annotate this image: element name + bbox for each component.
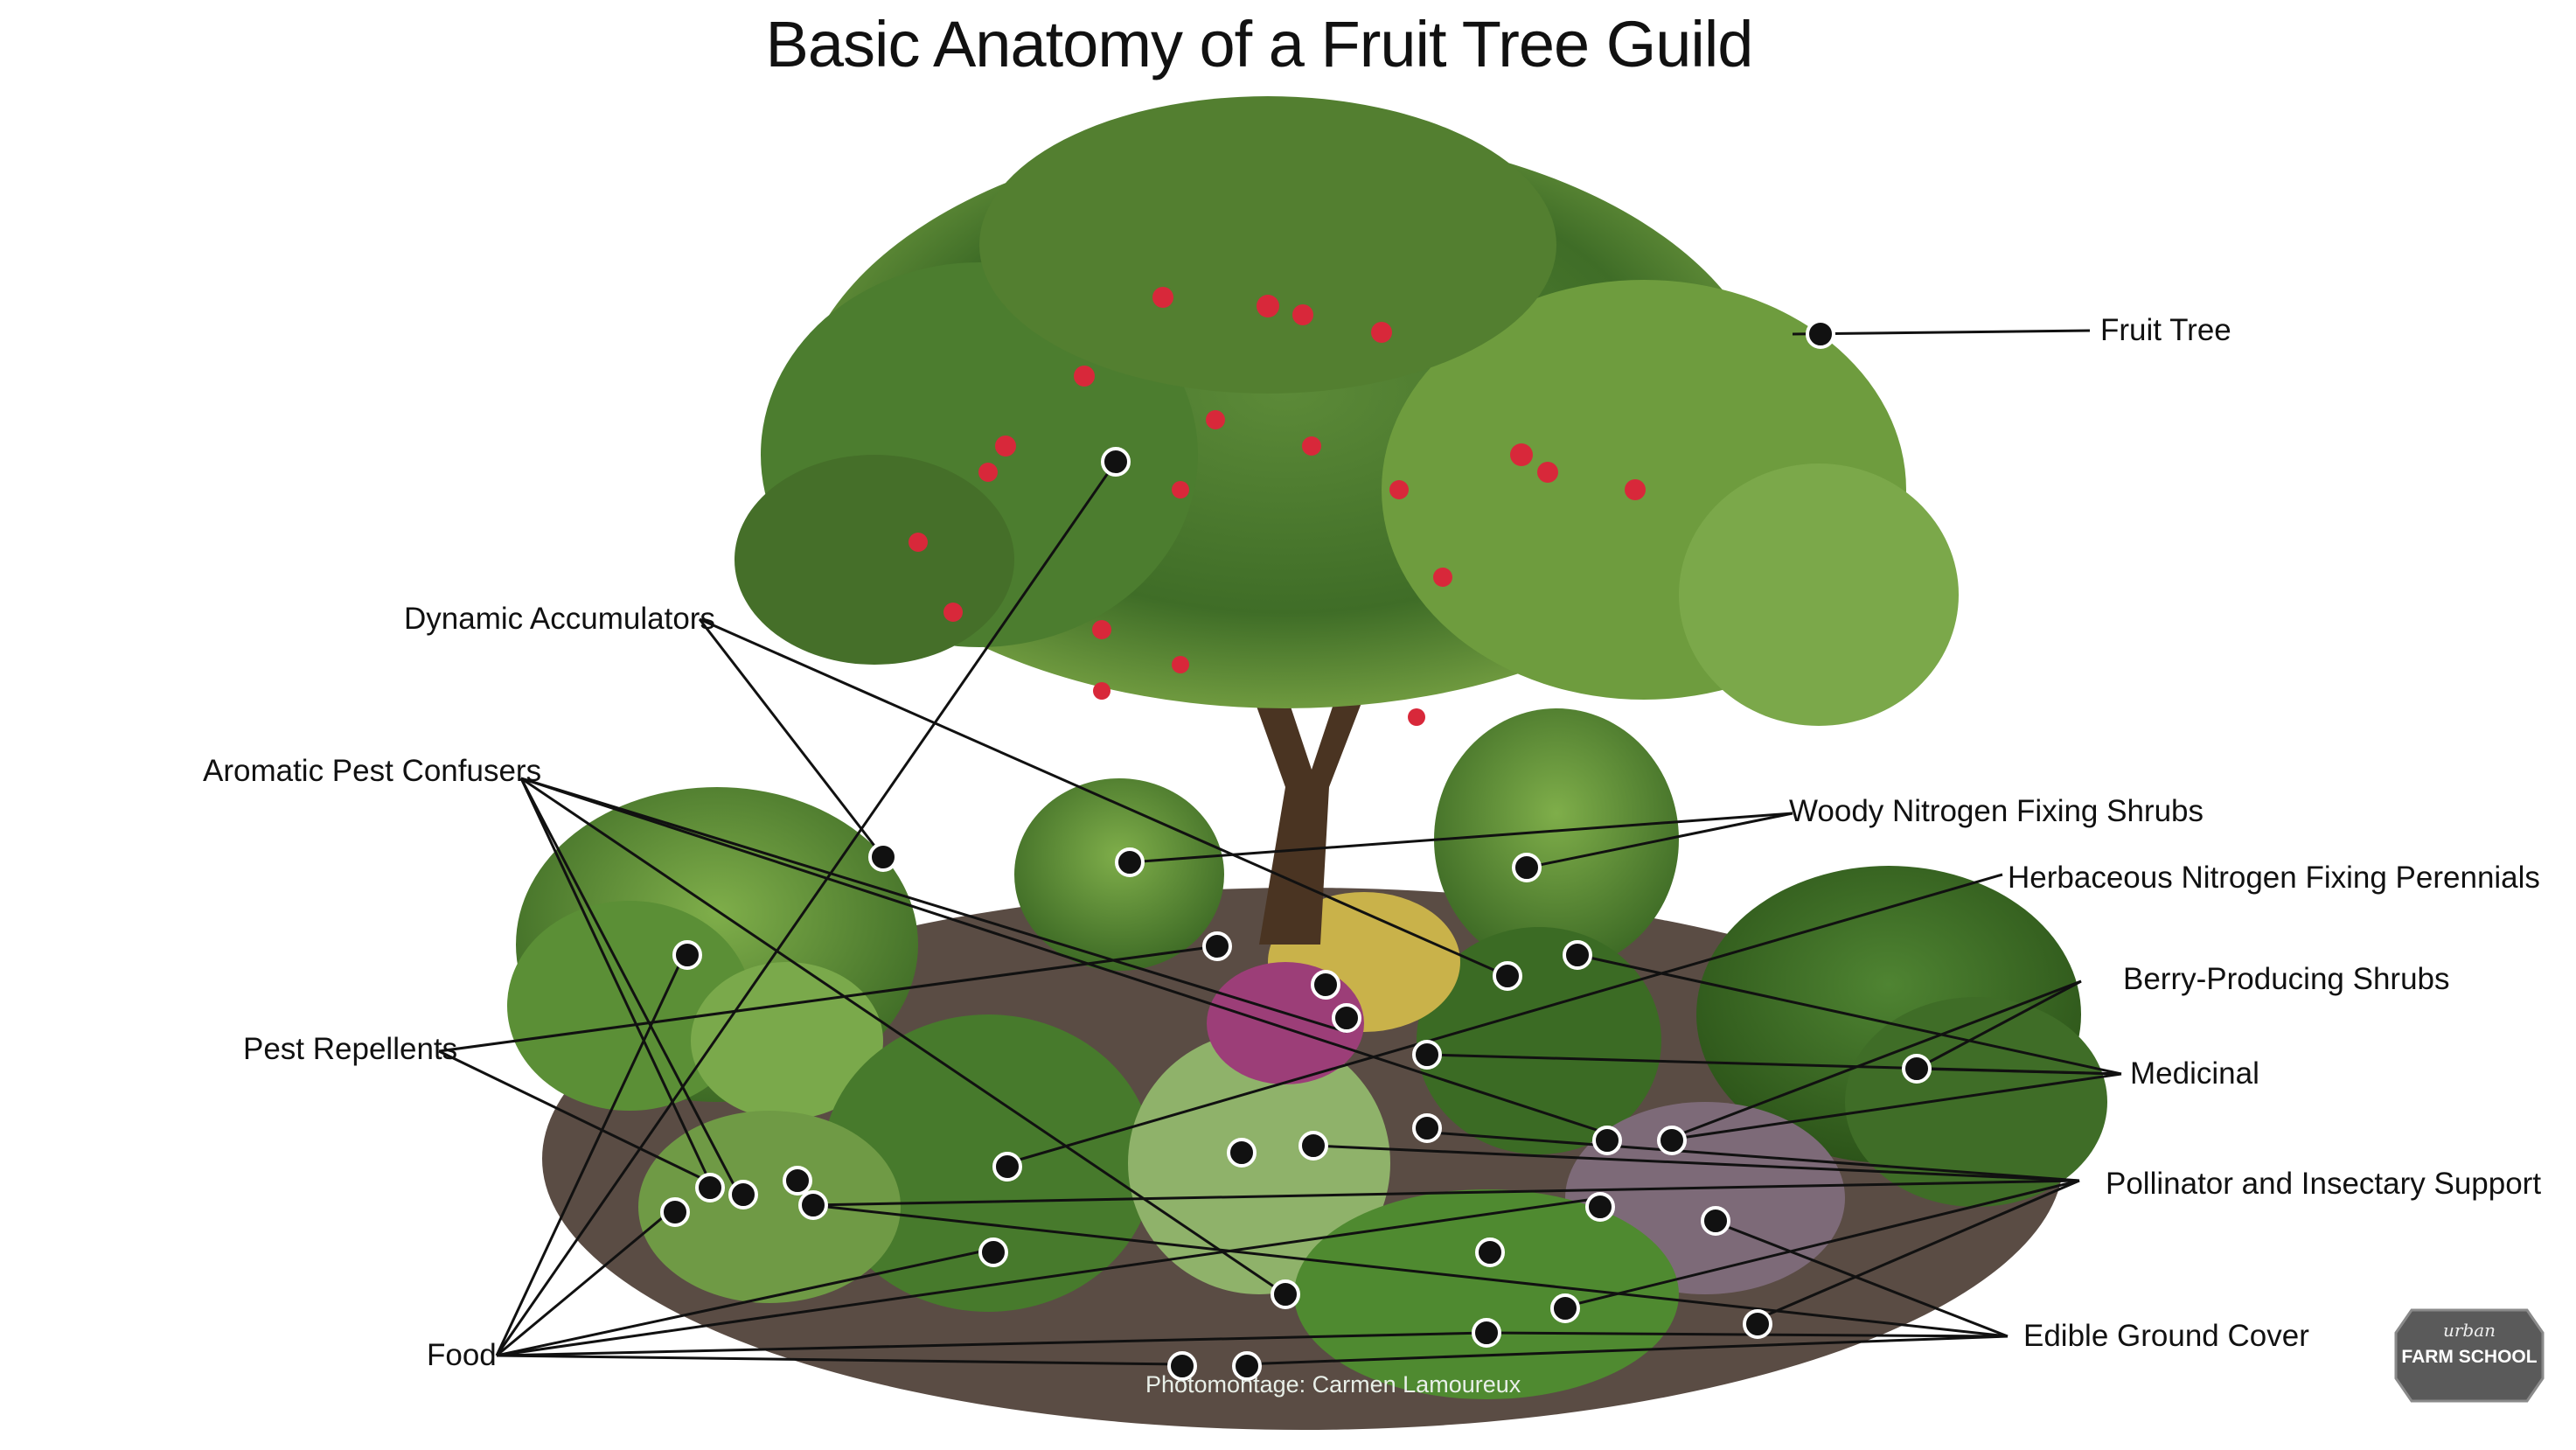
- tree-canopy: [735, 96, 1959, 726]
- label-woody-nitrogen-shrubs: Woody Nitrogen Fixing Shrubs: [1789, 794, 2204, 828]
- woody-shrub-right: [1434, 708, 1679, 971]
- rhubarb-plants: [507, 787, 918, 1119]
- label-pollinator-insectary: Pollinator and Insectary Support: [2106, 1167, 2542, 1201]
- berry-shrubs: [1696, 866, 2107, 1207]
- logo-line1: urban: [2443, 1320, 2496, 1341]
- label-fruit-tree: Fruit Tree: [2100, 313, 2231, 347]
- tree-trunk: [1242, 665, 1373, 945]
- label-berry-producing-shrubs: Berry-Producing Shrubs: [2123, 962, 2450, 996]
- woody-shrub-left: [1014, 778, 1224, 971]
- photo-credit: Photomontage: Carmen Lamoureux: [1145, 1371, 1521, 1398]
- label-edible-ground-cover: Edible Ground Cover: [2023, 1319, 2309, 1353]
- diagram-title: Basic Anatomy of a Fruit Tree Guild: [765, 8, 1754, 80]
- label-food: Food: [427, 1338, 497, 1372]
- label-pest-repellents: Pest Repellents: [243, 1032, 458, 1066]
- marker-dots: [660, 319, 1932, 1381]
- apples: [909, 287, 1646, 726]
- urban-farm-school-logo: urban FARM SCHOOL: [2394, 1307, 2545, 1405]
- logo-line2: FARM SCHOOL: [2401, 1347, 2537, 1367]
- label-medicinal: Medicinal: [2130, 1056, 2259, 1091]
- label-dynamic-accumulators: Dynamic Accumulators: [404, 602, 715, 636]
- label-aromatic-pest-confusers: Aromatic Pest Confusers: [203, 754, 542, 788]
- mid-plantings: [638, 892, 1845, 1399]
- label-herbaceous-nitrogen-perennials: Herbaceous Nitrogen Fixing Perennials: [2008, 861, 2540, 895]
